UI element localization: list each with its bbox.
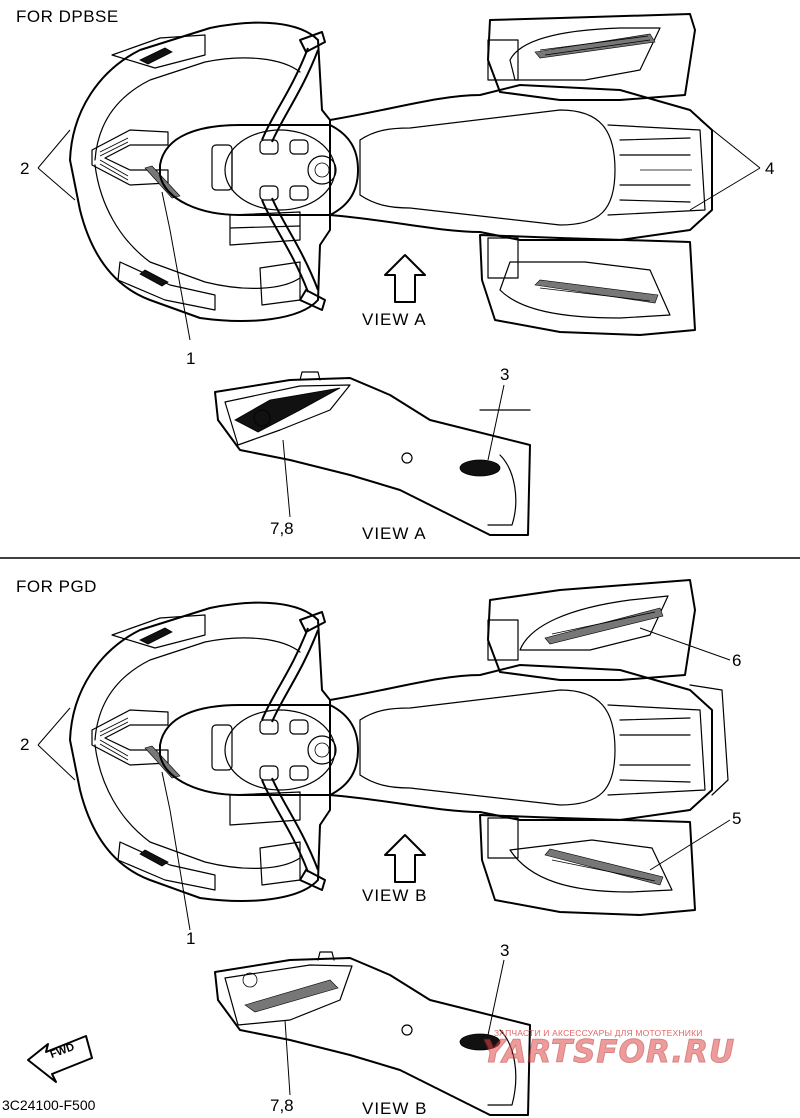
frame-and-seat [329, 84, 713, 241]
rear-fender-assembly [479, 13, 696, 336]
callout-2-top: 2 [20, 159, 30, 178]
handlebar-and-tank [159, 31, 359, 311]
atv-top-view-dpbse [0, 13, 800, 559]
view-b-label-bottom: VIEW B [362, 1099, 428, 1118]
rear-fender-assembly-pgd [479, 579, 696, 916]
side-view-b [214, 951, 531, 1116]
watermark-logo: YARTSFOR.RU [481, 1034, 736, 1071]
fwd-arrow-icon [27, 1035, 93, 1083]
section-header-dpbse: FOR DPBSE [16, 7, 119, 26]
part-code: 3C24100-F500 [2, 1097, 96, 1113]
view-a-label-bottom: VIEW A [362, 524, 427, 543]
callout-7-8-top: 7,8 [270, 519, 294, 538]
handlebar-and-tank-pgd [159, 611, 359, 891]
callout-1-bottom: 1 [186, 929, 196, 948]
view-a-arrow [384, 254, 426, 303]
callout-3-top: 3 [500, 365, 510, 384]
callout-2-bottom: 2 [20, 735, 30, 754]
view-b-label-top: VIEW B [362, 886, 428, 905]
callout-3-bottom: 3 [500, 941, 510, 960]
callout-4-top: 4 [765, 159, 775, 178]
callout-6: 6 [732, 651, 742, 670]
front-fender-assembly-pgd [69, 601, 331, 902]
watermark-tagline: ЗАПЧАСТИ И АКСЕССУАРЫ ДЛЯ МОТОТЕХНИКИ [494, 1028, 703, 1038]
view-b-arrow [384, 834, 426, 883]
front-fender-assembly [69, 21, 331, 322]
side-view-a [214, 371, 531, 536]
callout-7-8-bottom: 7,8 [270, 1096, 294, 1115]
callout-1-top: 1 [186, 349, 196, 368]
frame-and-seat-pgd [329, 664, 729, 821]
view-a-label-top: VIEW A [362, 310, 427, 329]
section-header-pgd: FOR PGD [16, 577, 97, 596]
callout-5: 5 [732, 809, 742, 828]
